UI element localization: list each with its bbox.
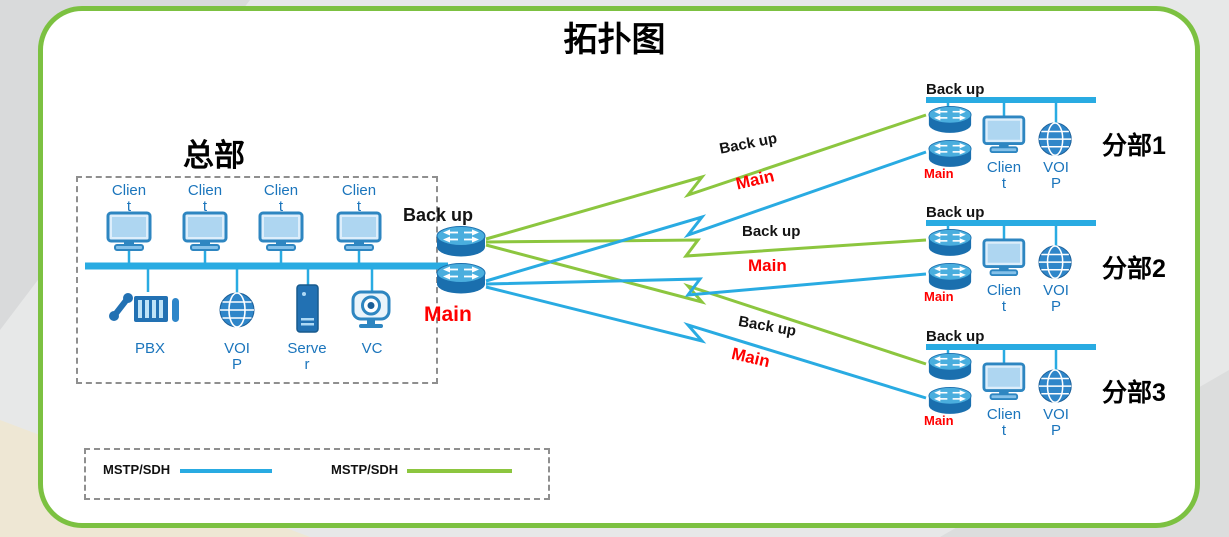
branch1-client-computer-icon xyxy=(982,115,1026,154)
branch3-main-label: Main xyxy=(924,413,954,428)
hq-main-router-icon xyxy=(436,262,486,295)
hq-client-4-computer-icon xyxy=(336,211,382,252)
branch2-name-label: 分部2 xyxy=(1102,255,1166,283)
branch2-main-label: Main xyxy=(924,289,954,304)
link-backup-branch2 xyxy=(485,238,927,258)
hq-client-4-label: Clien t xyxy=(341,182,377,215)
branch3-voip-label: VOI P xyxy=(1043,406,1069,439)
hq-client-3-computer-icon xyxy=(258,211,304,252)
branch3-client-computer-icon xyxy=(982,362,1026,401)
branch1-client-label: Clien t xyxy=(986,159,1022,192)
hq-backup-router-label: Back up xyxy=(403,205,474,225)
branch3-name-label: 分部3 xyxy=(1102,379,1166,407)
legend-label-backup: MSTP/SDH xyxy=(331,462,399,477)
branch1-main-label: Main xyxy=(924,166,954,181)
branch1-voip-globe-icon xyxy=(1038,122,1073,157)
hq-vc-label: VC xyxy=(361,340,383,357)
branch1-main-router-icon xyxy=(928,139,972,168)
link-backup-branch1 xyxy=(485,113,927,241)
page-title: 拓扑图 xyxy=(563,21,666,59)
hq-voip-label: VOI P xyxy=(224,340,250,373)
hq-pbx-label: PBX xyxy=(134,340,165,357)
branch3-backup-router-icon xyxy=(928,352,972,381)
legend-line-main xyxy=(180,469,272,473)
hq-client-2-label: Clien t xyxy=(187,182,223,215)
branch2-main-router-icon xyxy=(928,262,972,291)
branch1-voip-label: VOI P xyxy=(1043,159,1069,192)
hq-main-router-label: Main xyxy=(424,303,472,326)
link-backup-label-2: Back up xyxy=(742,223,801,240)
link-main-branch3 xyxy=(485,285,927,400)
link-main-branch1 xyxy=(485,150,927,283)
branch2-voip-globe-icon xyxy=(1038,245,1073,280)
legend-label-main: MSTP/SDH xyxy=(103,462,171,477)
legend-line-backup xyxy=(407,469,512,473)
hq-client-2-computer-icon xyxy=(182,211,228,252)
branch2-backup-label: Back up xyxy=(926,204,985,221)
hq-voip-globe-icon xyxy=(219,292,255,328)
hq-server-label: Serve r xyxy=(287,340,327,373)
branch2-backup-router-icon xyxy=(928,228,972,257)
hq-server-icon xyxy=(296,284,319,333)
link-main-label-2: Main xyxy=(748,256,787,275)
branch3-main-router-icon xyxy=(928,386,972,415)
branch3-client-label: Clien t xyxy=(986,406,1022,439)
hq-client-1-label: Clien t xyxy=(111,182,147,215)
hq-client-1-computer-icon xyxy=(106,211,152,252)
branch3-backup-label: Back up xyxy=(926,328,985,345)
branch1-name-label: 分部1 xyxy=(1102,132,1166,160)
legend-box xyxy=(84,448,550,500)
branch2-voip-label: VOI P xyxy=(1043,282,1069,315)
hq-backup-router-icon xyxy=(436,225,486,258)
hq-video-camera-icon xyxy=(351,290,391,330)
branch2-client-label: Clien t xyxy=(986,282,1022,315)
link-main-branch2 xyxy=(485,272,927,297)
hq-name-label: 总部 xyxy=(183,138,245,173)
branch2-client-computer-icon xyxy=(982,238,1026,277)
branch1-backup-label: Back up xyxy=(926,81,985,98)
branch3-voip-globe-icon xyxy=(1038,369,1073,404)
hq-pbx-phone-icon xyxy=(109,293,179,322)
hq-client-3-label: Clien t xyxy=(263,182,299,215)
branch1-backup-router-icon xyxy=(928,105,972,134)
